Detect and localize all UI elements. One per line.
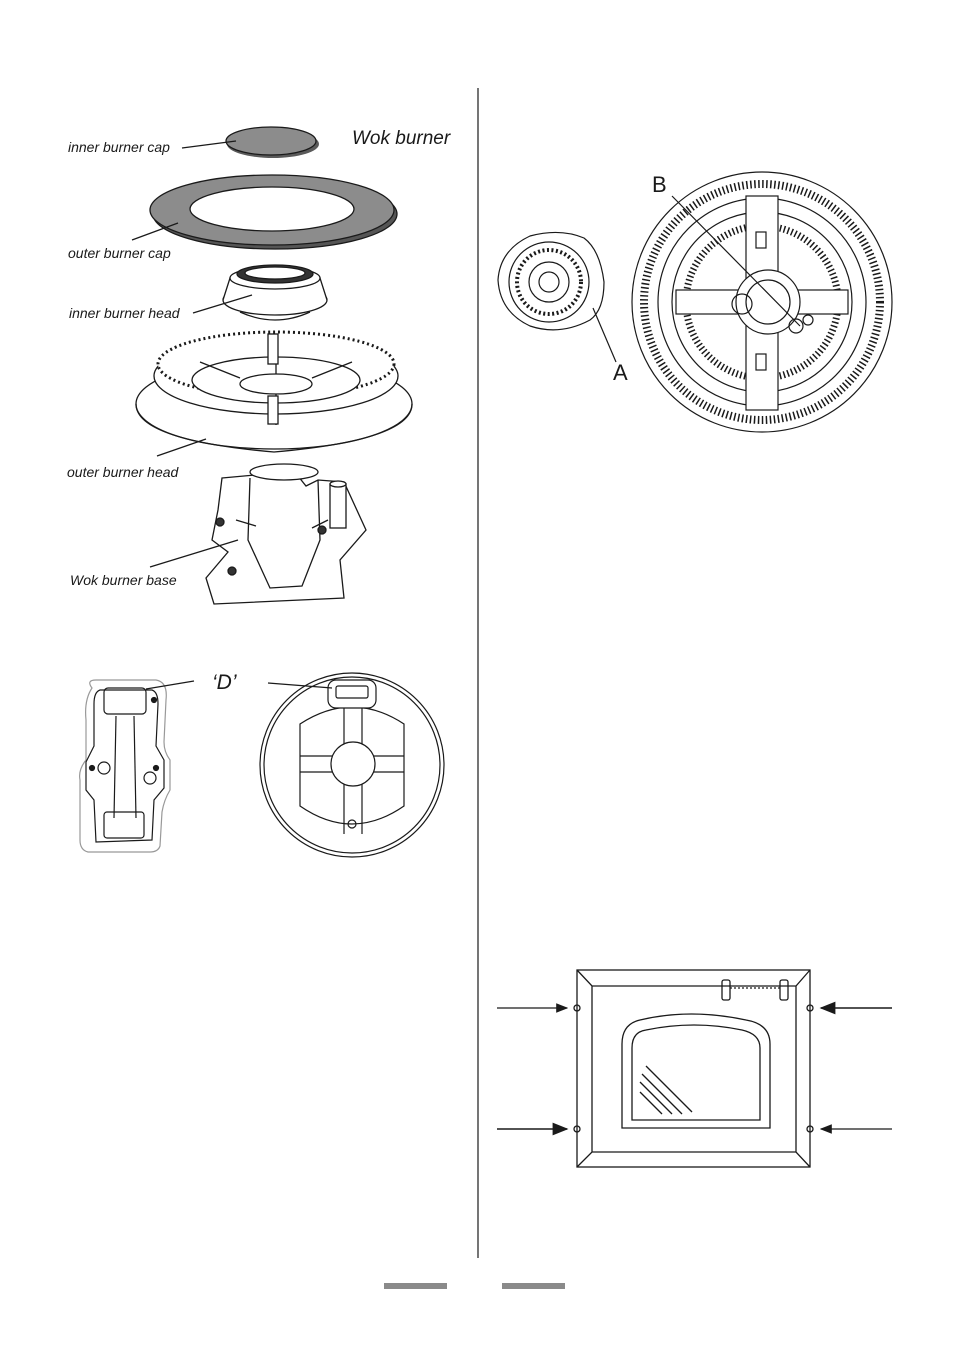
- footer-bar-right: [502, 1283, 565, 1289]
- footer-bar-left: [384, 1283, 447, 1289]
- oven-door-diagram: [574, 970, 813, 1167]
- inner-burner-cap-label: inner burner cap: [68, 139, 170, 155]
- burner-head-underside: [260, 673, 444, 857]
- label-b: B: [652, 172, 667, 198]
- d-marker-label: ‘D’: [212, 671, 237, 695]
- outer-burner-head-part: [136, 332, 412, 452]
- wok-burner-base-part: [206, 464, 366, 604]
- d-location-diagram: [80, 673, 444, 857]
- inner-burner-head-label: inner burner head: [69, 305, 180, 321]
- outer-burner-cap-part: [150, 175, 397, 249]
- wok-burner-base-label: Wok burner base: [70, 572, 177, 588]
- ab-burner-top-view: [498, 172, 892, 432]
- wok-burner-title: Wok burner: [352, 128, 450, 150]
- outer-head-detail-b: [632, 172, 892, 432]
- outer-burner-cap-label: outer burner cap: [68, 245, 171, 261]
- wok-burner-exploded-view: [132, 127, 412, 604]
- inner-burner-cap-part: [226, 127, 319, 158]
- inner-head-detail-a: [498, 232, 604, 329]
- inner-burner-head-part: [223, 265, 327, 320]
- label-a: A: [613, 360, 628, 386]
- outer-burner-head-label: outer burner head: [67, 464, 178, 480]
